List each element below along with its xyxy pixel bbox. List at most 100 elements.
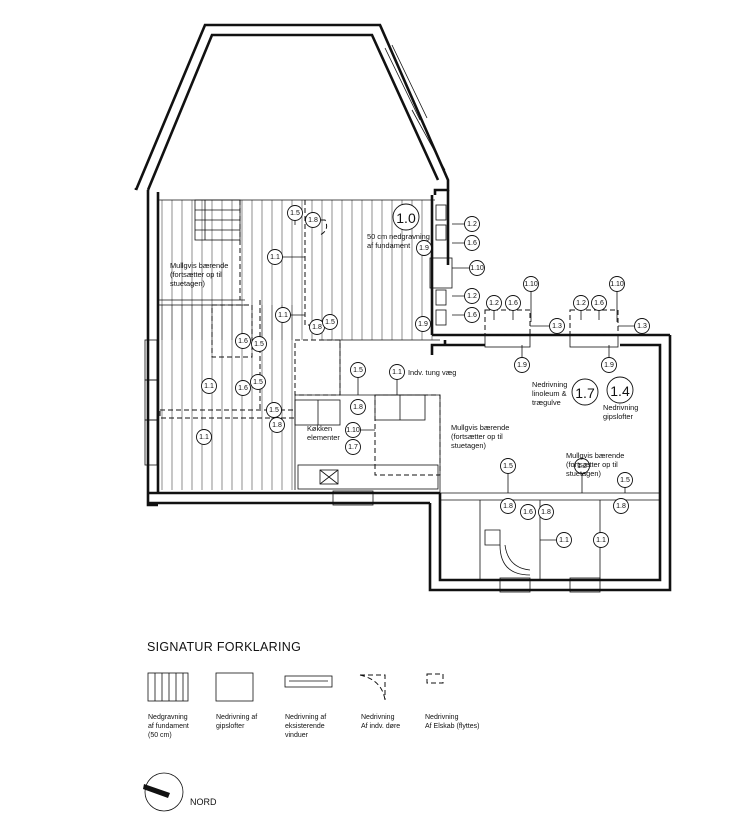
note-bearing-right-1: Mullgvis bærende (566, 451, 624, 460)
tag-circle (350, 399, 366, 415)
tag-circle (415, 316, 431, 332)
tag-marker: 1.5 (266, 402, 282, 418)
tag-label: 1.9 (419, 245, 429, 252)
tag-label: 1.8 (503, 503, 513, 510)
tag-circle (464, 307, 480, 323)
zone-tag: 1.4 (606, 376, 634, 404)
legend-label: vinduer (285, 732, 309, 739)
tag-circle (345, 439, 361, 455)
note-bearing-mid-1: Mullgvis bærende (451, 423, 509, 432)
tag-label: 1.1 (559, 537, 569, 544)
tag-circle (389, 364, 405, 380)
tag-circle (266, 402, 282, 418)
zone-tag-label: 1.4 (610, 383, 630, 399)
tag-circle (500, 498, 516, 514)
tag-label: 1.5 (353, 367, 363, 374)
tag-label: 1.8 (541, 509, 551, 516)
tag-marker: 1.3 (634, 318, 650, 334)
zone-tag-label: 1.0 (396, 210, 416, 226)
note-excavation-2: af fundament (367, 241, 410, 250)
tag-marker: 1.9 (415, 316, 431, 332)
tag-marker: 1.8 (538, 504, 554, 520)
tag-marker: 1.1 (593, 532, 609, 548)
tag-label: 1.5 (503, 463, 513, 470)
tag-marker: 1.5 (500, 458, 516, 474)
legend-label: Nedgravning (148, 714, 188, 721)
legend-swatch-door (359, 674, 386, 701)
tag-label: 1.2 (577, 463, 587, 470)
tag-circle (591, 295, 607, 311)
tag-circle (345, 422, 361, 438)
note-gips-2: gipslofter (603, 412, 634, 421)
tag-label: 1.8 (353, 404, 363, 411)
note-excavation-1: 50 cm nedgravning (367, 232, 430, 241)
legend-swatch-elskab (426, 673, 444, 684)
tag-circle (505, 295, 521, 311)
leader-lines (275, 213, 642, 541)
tag-circle (538, 504, 554, 520)
tag-circle (275, 307, 291, 323)
note-bearing-mid-2: (fortsætter op til (451, 432, 503, 441)
tag-circle (549, 318, 565, 334)
tag-marker: 1.6 (520, 504, 536, 520)
tag-marker: 1.2 (486, 295, 502, 311)
tag-label: 1.2 (467, 293, 477, 300)
zone-tag-circle (571, 378, 599, 406)
tag-marker: 1.9 (416, 240, 432, 256)
note-bearing-left-1: Mullgvis bærende (170, 261, 228, 270)
tag-label: 1.9 (418, 321, 428, 328)
tag-label: 1.2 (467, 221, 477, 228)
tag-circle (267, 249, 283, 265)
tag-label: 1.1 (278, 312, 288, 319)
legend-swatch-window (284, 675, 333, 688)
tag-label: 1.3 (552, 323, 562, 330)
note-bearing-right-3: stuetagen) (566, 469, 601, 478)
tag-label: 1.5 (254, 341, 264, 348)
tag-label: 1.1 (596, 537, 606, 544)
tag-label: 1.9 (604, 362, 614, 369)
outer-walls (134, 23, 672, 592)
tag-circle (322, 314, 338, 330)
tag-label: 1.2 (576, 300, 586, 307)
legend-label: Nedrivning (425, 714, 459, 721)
tag-marker: 1.5 (251, 336, 267, 352)
legend-label: gipslofter (216, 723, 245, 730)
tag-marker: 1.8 (500, 498, 516, 514)
tag-marker: 1.2 (573, 295, 589, 311)
tag-label: 1.6 (467, 240, 477, 247)
tag-marker: 1.6 (235, 333, 251, 349)
tag-label: 1.10 (610, 281, 624, 288)
tag-circle (269, 417, 285, 433)
tag-marker: 1.1 (267, 249, 283, 265)
zone-tag-circle (606, 376, 634, 404)
tag-marker: 1.6 (505, 295, 521, 311)
tag-label: 1.2 (489, 300, 499, 307)
tag-circle (287, 205, 303, 221)
legend-label: Nedrivning (361, 714, 395, 721)
tag-label: 1.8 (272, 422, 282, 429)
legend-swatch-ceiling (215, 672, 254, 702)
note-heavy-wall: Indv. tung væg (408, 368, 456, 377)
tag-circle (556, 532, 572, 548)
tag-circle (469, 260, 485, 276)
tag-marker: 1.5 (617, 472, 633, 488)
tag-circle (613, 498, 629, 514)
dashed-demolition (159, 200, 619, 476)
legend-label: af fundament (148, 723, 189, 730)
tag-label: 1.6 (467, 312, 477, 319)
legend-label: Nedrivning af (285, 714, 326, 721)
tag-circle (464, 216, 480, 232)
note-bearing-mid-3: stuetagen) (451, 441, 486, 450)
tag-circle (609, 276, 625, 292)
tag-marker: 1.8 (613, 498, 629, 514)
tag-circle (601, 357, 617, 373)
tag-marker: 1.8 (269, 417, 285, 433)
tag-label: 1.5 (253, 379, 263, 386)
legend-label: (50 cm) (148, 732, 172, 739)
tag-label: 1.5 (325, 319, 335, 326)
note-linoleum-2: linoleum & (532, 389, 567, 398)
note-kitchen-2: elementer (307, 433, 340, 442)
tag-circle (201, 378, 217, 394)
tag-marker: 1.2 (574, 458, 590, 474)
